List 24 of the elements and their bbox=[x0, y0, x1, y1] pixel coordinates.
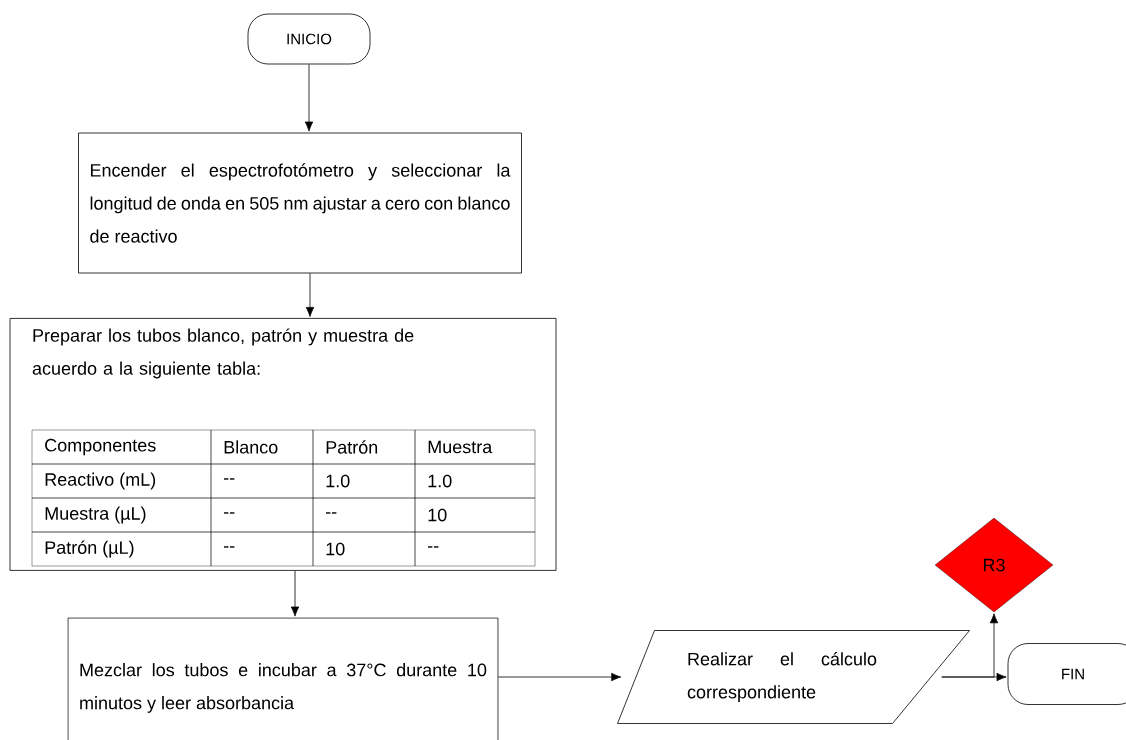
table-cell: 1.0 bbox=[414, 463, 536, 499]
table-cell: Muestra bbox=[414, 429, 536, 465]
table-cell: -- bbox=[414, 531, 536, 567]
process-box: Encender el espectrofotómetro y seleccionar la longitud de onda en 505 nm ajustar a cero con blanco de reactivo bbox=[78, 132, 522, 274]
table-cell: -- bbox=[210, 497, 314, 533]
arrow bbox=[498, 672, 622, 682]
table-cell: 10 bbox=[312, 531, 416, 567]
arrow bbox=[941, 613, 999, 678]
table-cell: Patrón bbox=[312, 429, 416, 465]
table-cell: Blanco bbox=[210, 429, 314, 465]
table-cell: Reactivo (mL) bbox=[31, 463, 212, 499]
table-cell: Muestra (µL) bbox=[31, 497, 212, 533]
io-parallelogram: Realizar el cálculo correspondiente bbox=[617, 630, 970, 724]
table-cell: -- bbox=[210, 463, 314, 499]
arrow bbox=[305, 273, 315, 317]
table-cell: 1.0 bbox=[312, 463, 416, 499]
arrow bbox=[290, 570, 300, 617]
table-cell: -- bbox=[312, 497, 416, 533]
table-cell: -- bbox=[210, 531, 314, 567]
table-cell: Patrón (µL) bbox=[31, 531, 212, 567]
table-cell: 10 bbox=[414, 497, 536, 533]
table-cell: Componentes bbox=[31, 429, 212, 465]
arrow bbox=[304, 64, 314, 132]
process-box: Mezclar los tubos e incubar a 37°C durante 10 minutos y leer absorbancia bbox=[67, 617, 499, 740]
